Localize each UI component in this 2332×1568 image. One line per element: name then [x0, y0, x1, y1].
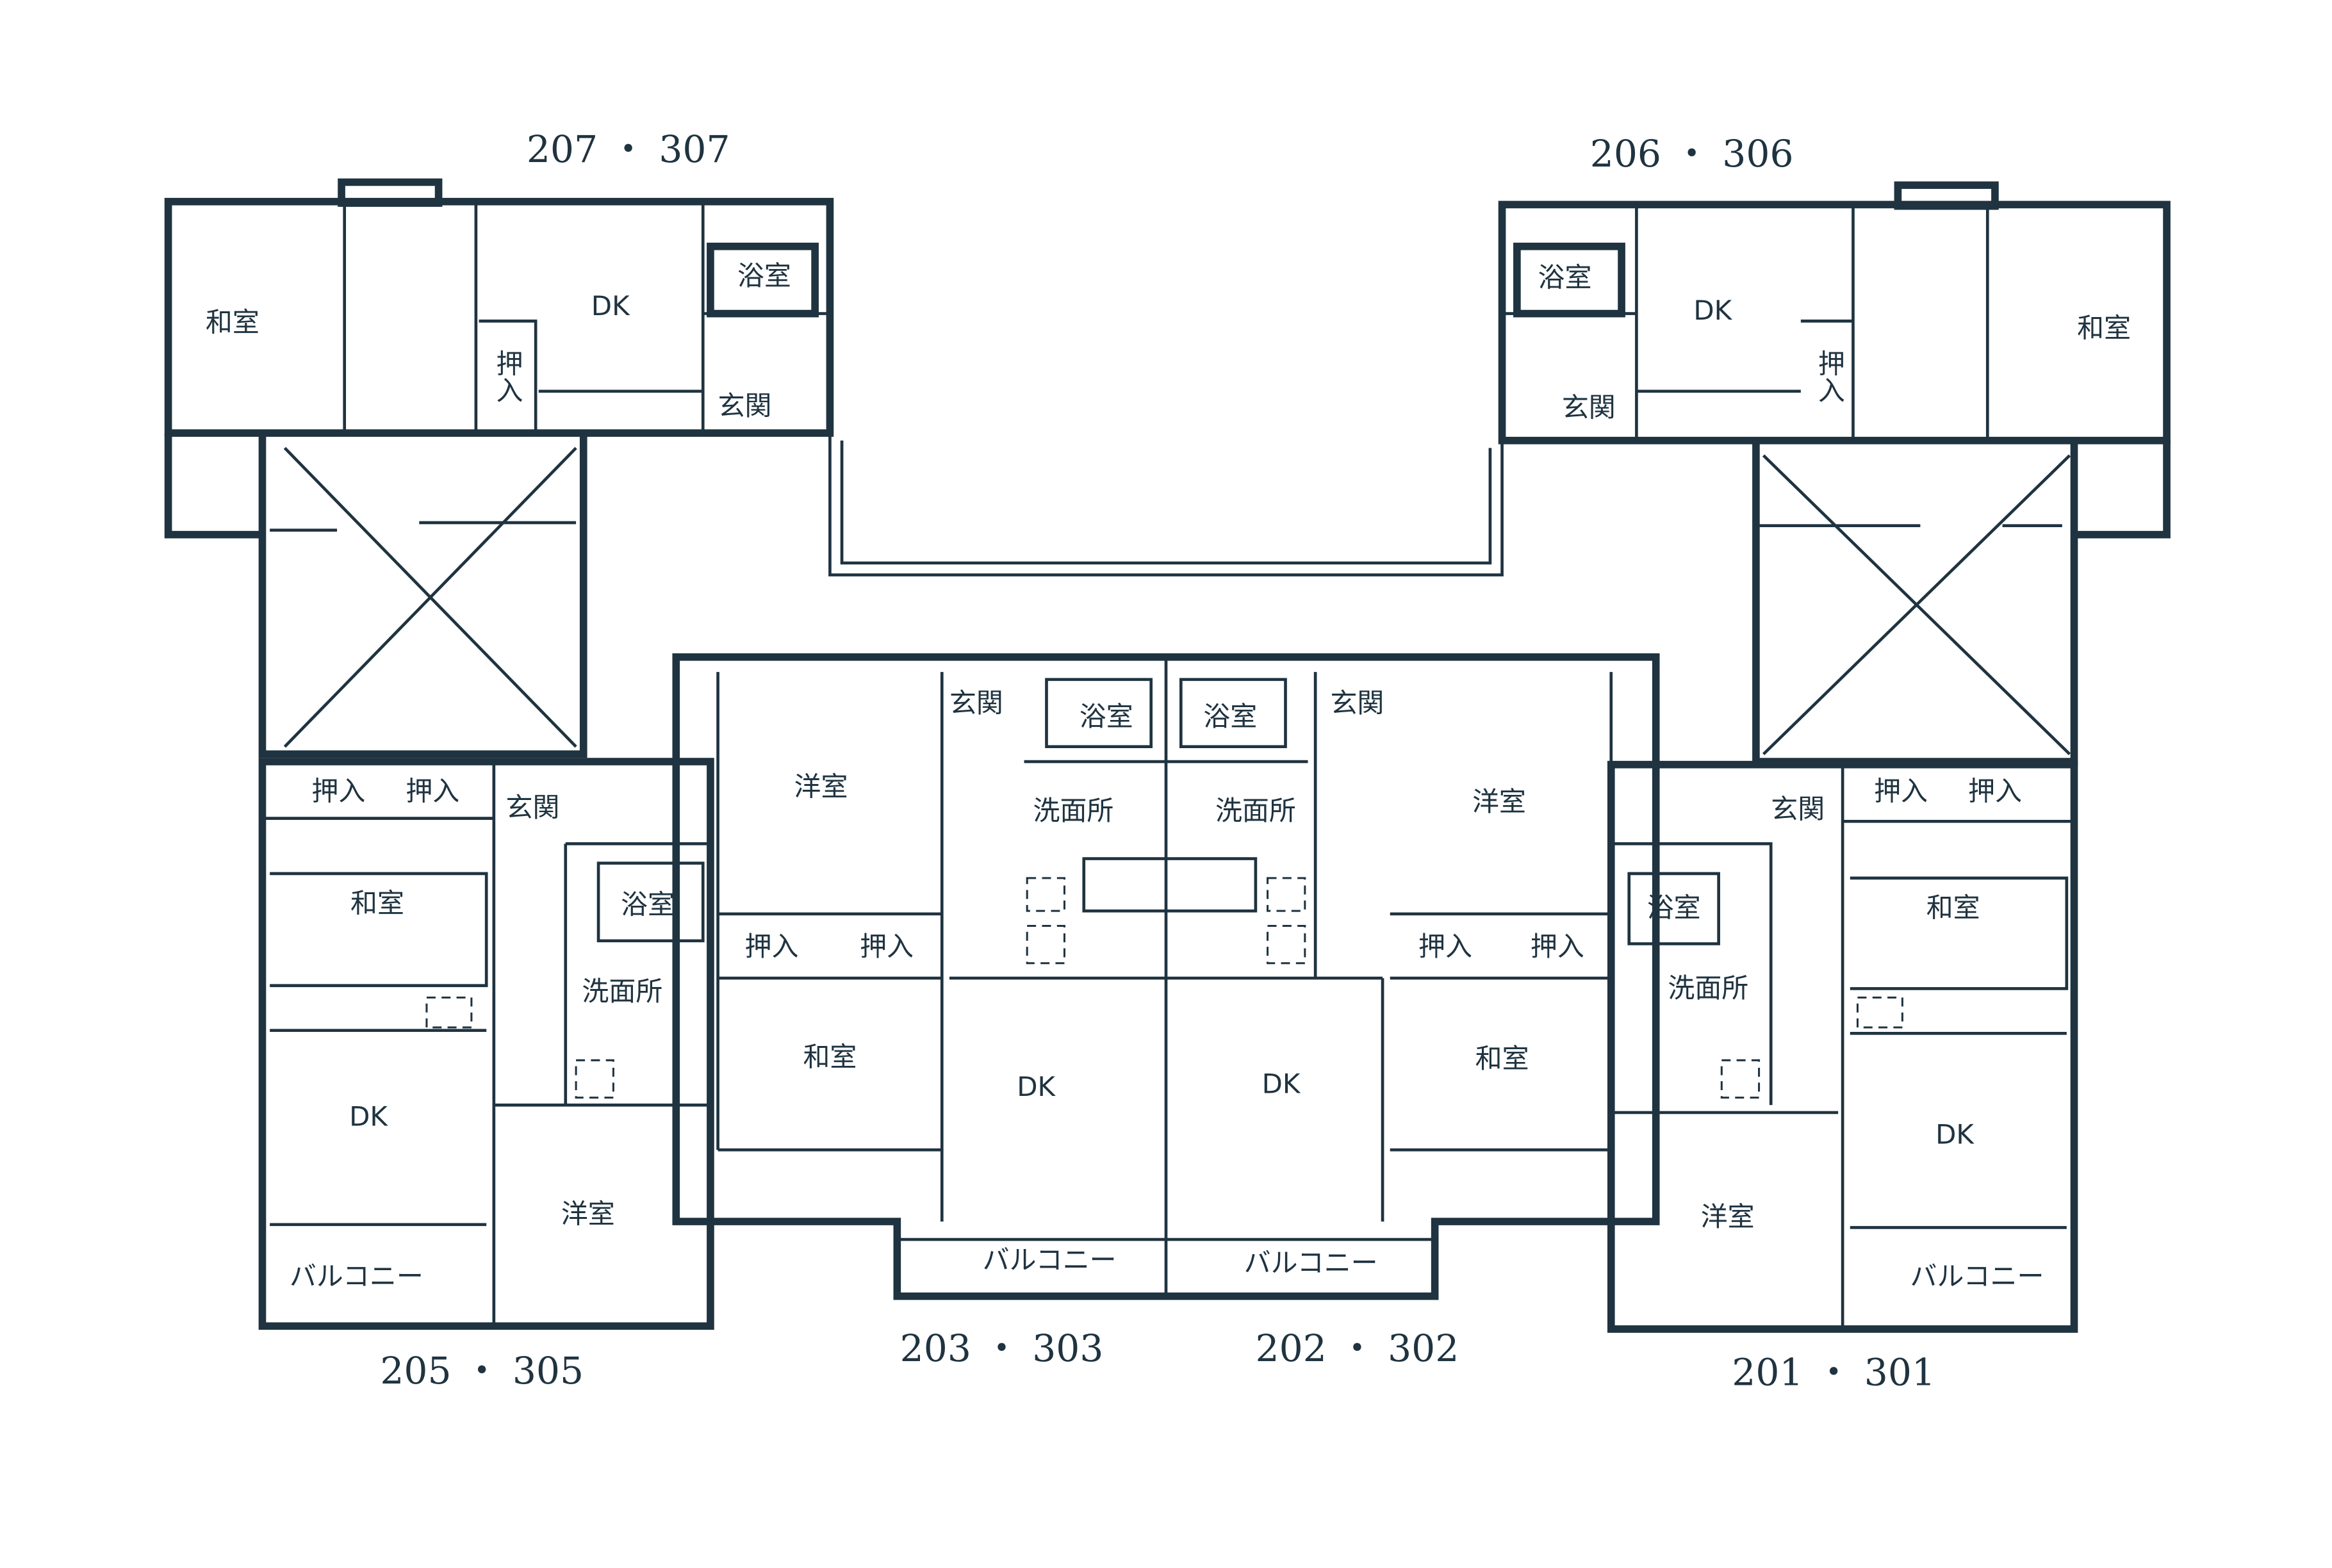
walls: [164, 178, 2171, 1333]
room-yoshitsu: 洋室: [794, 771, 848, 802]
room-oshiire: 押入: [492, 350, 523, 404]
unit-label-205-305: 205 ・ 305: [380, 1349, 584, 1392]
room-dk: DK: [1262, 1068, 1301, 1099]
bath-tl: [707, 242, 819, 318]
room-yoshitsu: 洋室: [1701, 1201, 1755, 1232]
room-yoshitsu: 洋室: [1472, 786, 1526, 817]
room-senmen: 洗面所: [1668, 972, 1748, 1004]
room-genkan: 玄関: [1562, 391, 1616, 423]
room-oshiire: 押入: [1814, 350, 1845, 404]
room-genkan: 玄関: [1771, 793, 1825, 824]
room-bath: 浴室: [1080, 701, 1133, 732]
corridor: [828, 433, 1504, 576]
room-dk: DK: [591, 290, 630, 322]
unit-205-outline: [258, 758, 714, 1330]
room-oshiire: 押入: [860, 931, 914, 962]
unit-207-outline: [164, 197, 834, 437]
room-genkan: 玄関: [1330, 687, 1384, 719]
room-oshiire: 押入: [406, 775, 459, 806]
room-oshiire: 押入: [1874, 775, 1928, 806]
stair-right-outline: [1752, 440, 2171, 765]
bath-tr: [1513, 242, 1625, 318]
room-senmen: 洗面所: [1033, 795, 1114, 826]
unit-206-outline: [1498, 200, 2171, 445]
unit-label-203-303: 203 ・ 303: [900, 1327, 1104, 1370]
room-genkan: 玄関: [718, 390, 772, 421]
room-balcony: バルコニー: [290, 1261, 423, 1292]
room-bath: 浴室: [737, 260, 791, 291]
room-oshiire: 押入: [1531, 931, 1584, 962]
room-washitsu: 和室: [350, 887, 404, 919]
room-oshiire: 押入: [311, 775, 365, 806]
room-balcony: バルコニー: [983, 1245, 1117, 1276]
unit-label-207-307: 207 ・ 307: [527, 127, 730, 171]
room-dk: DK: [1935, 1119, 1975, 1150]
stair-left-outline: [164, 433, 587, 758]
room-yoshitsu: 洋室: [561, 1198, 615, 1229]
unit-numbers: 207 ・ 307 206 ・ 306 205 ・ 305 203 ・ 303 …: [380, 127, 1935, 1394]
room-senmen: 洗面所: [582, 976, 662, 1007]
room-bath: 浴室: [621, 889, 675, 920]
room-dk: DK: [1017, 1071, 1056, 1102]
room-senmen: 洗面所: [1215, 795, 1296, 826]
room-dk: DK: [1693, 295, 1732, 326]
unit-label-202-302: 202 ・ 302: [1256, 1327, 1459, 1370]
room-washitsu: 和室: [2077, 313, 2131, 344]
room-oshiire: 押入: [1418, 931, 1472, 962]
unit-label-206-306: 206 ・ 306: [1590, 132, 1794, 176]
room-oshiire: 押入: [1968, 775, 2022, 806]
room-genkan: 玄関: [506, 792, 560, 823]
room-washitsu: 和室: [1475, 1043, 1529, 1074]
room-labels: 和室 DK 浴室 押入 玄関 浴室 DK 押入 和室 玄関 押入 押入 玄関 和…: [206, 260, 2131, 1292]
room-bath: 浴室: [1647, 892, 1701, 923]
room-balcony: バルコニー: [1910, 1261, 2044, 1292]
room-washitsu: 和室: [803, 1041, 857, 1072]
room-bath: 浴室: [1203, 701, 1257, 732]
room-washitsu: 和室: [206, 306, 259, 338]
room-balcony: バルコニー: [1244, 1247, 1378, 1278]
room-genkan: 玄関: [949, 687, 1003, 719]
room-bath: 浴室: [1538, 261, 1592, 293]
room-dk: DK: [349, 1101, 388, 1132]
unit-label-201-301: 201 ・ 301: [1732, 1350, 1935, 1394]
room-washitsu: 和室: [1926, 892, 1980, 923]
room-oshiire: 押入: [745, 931, 799, 962]
